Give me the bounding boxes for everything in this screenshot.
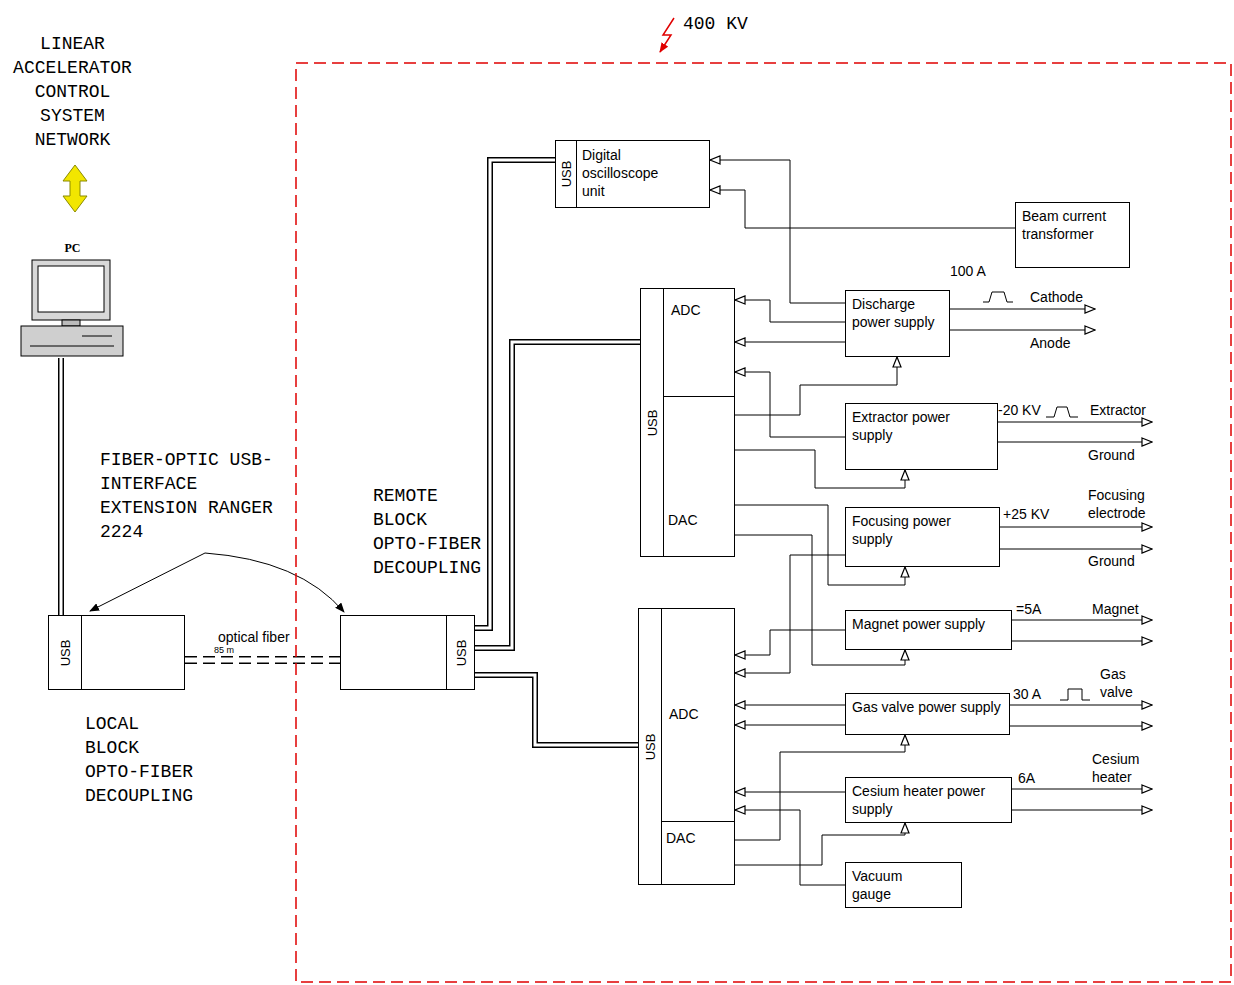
node-text: USB [454,639,469,666]
node-text: LOCAL BLOCK OPTO-FIBER DECOUPLING [85,712,199,808]
adc-dac-module: USB ADC DAC [640,288,735,557]
power-supply-box: Extractor power supply [845,403,998,470]
region-outline [295,62,1232,983]
node-text: Digital oscilloscope unit [582,146,682,200]
adc-dac-module: USB ADC DAC [638,608,735,885]
panel-divider [661,609,662,884]
node-text: Cesium heater power supply [846,778,1011,822]
annotation-label: 85 m [214,645,234,655]
annotation-label: Cesium heater [1092,750,1152,786]
connector [735,300,845,322]
node-text: REMOTE BLOCK OPTO-FIBER DECOUPLING [373,484,487,580]
computer-icon [20,240,125,358]
node-text: Gas valve power supply [846,694,1009,720]
power-supply-box: Magnet power supply [845,610,1012,650]
connector [735,705,845,706]
panel-divider [663,289,664,556]
pc-workstation: PC [20,240,125,358]
node-text: Focusing power supply [846,508,999,552]
connector [735,792,845,793]
annotation-label: Extractor [1090,401,1146,419]
network-arrow [63,165,87,212]
connector [475,675,638,745]
node-text: Beam current transformer [1016,203,1129,247]
connector [735,725,845,726]
fiber-coupler-block: USBLOCAL BLOCK OPTO-FIBER DECOUPLING [48,615,185,690]
connector-label: optical fiber [216,628,292,646]
power-supply-box: Focusing power supply [845,507,1000,567]
connector [735,372,845,437]
annotation-label: 100 A [950,262,986,280]
annotation-label: 30 A [1013,685,1041,703]
high-voltage-region: 400 KVREMOTE BLOCK OPTO-FIBER DECOUPLING… [295,62,1232,983]
annotation-label: Anode [1030,334,1070,352]
fiber-coupler-block: REMOTE BLOCK OPTO-FIBER DECOUPLINGUSB [340,615,475,690]
annotation-label: Cathode [1030,288,1083,306]
high-voltage-bolt [660,18,674,52]
annotation-label: Gas valve [1100,665,1150,701]
connector [185,660,340,661]
node-text: Vacuum gauge [846,863,928,907]
node-text: Discharge power supply [846,291,949,335]
sensor-box: Vacuum gauge [845,862,962,908]
panel-divider [446,616,447,689]
panel-divider [661,821,734,822]
panel-divider [663,396,734,397]
power-supply-box: Cesium heater power supply [845,777,1012,823]
connector [61,358,62,615]
node-text: DAC [668,511,698,529]
panel-divider [576,141,577,207]
power-supply-box: Discharge power supply [845,290,950,357]
panel-divider [81,616,82,689]
connector [710,160,845,303]
connector [735,555,845,673]
connector [475,342,640,648]
annotation-label: =5A [1016,600,1041,618]
node-text: ADC [669,705,699,723]
oscilloscope-unit: USB Digital oscilloscope unit [555,140,710,208]
node-text: PC [20,241,125,256]
node-text: DAC [666,829,696,847]
annotation-label: Focusing electrode [1088,486,1163,522]
connector [735,342,845,343]
annotation-label: 6A [1018,769,1035,787]
annotation-label: FIBER-OPTIC USB-INTERFACE EXTENSION RANG… [100,448,282,544]
connector [735,810,845,885]
leader-line [90,553,205,611]
node-text: Magnet power supply [846,611,1011,637]
power-supply-box: Gas valve power supply [845,693,1010,735]
connector [710,190,1015,228]
node-text: Extractor power supply [846,404,997,448]
node-text: USB [645,409,660,436]
node-text: USB [58,639,73,666]
leader-line [205,553,344,612]
node-text: USB [643,733,658,760]
annotation-label: LINEAR ACCELERATOR CONTROL SYSTEM NETWOR… [5,32,140,152]
annotation-label: Magnet [1092,600,1139,618]
node-text: ADC [671,301,701,319]
annotation-label: Ground [1088,552,1135,570]
annotation-label: -20 KV [998,401,1041,419]
annotation-label: +25 KV [1003,505,1049,523]
connector [735,823,905,865]
annotation-label: Ground [1088,446,1135,464]
node-text: 400 KV [683,12,748,36]
sensor-box: Beam current transformer [1015,202,1130,268]
connector [735,630,845,655]
node-text: USB [559,161,574,188]
